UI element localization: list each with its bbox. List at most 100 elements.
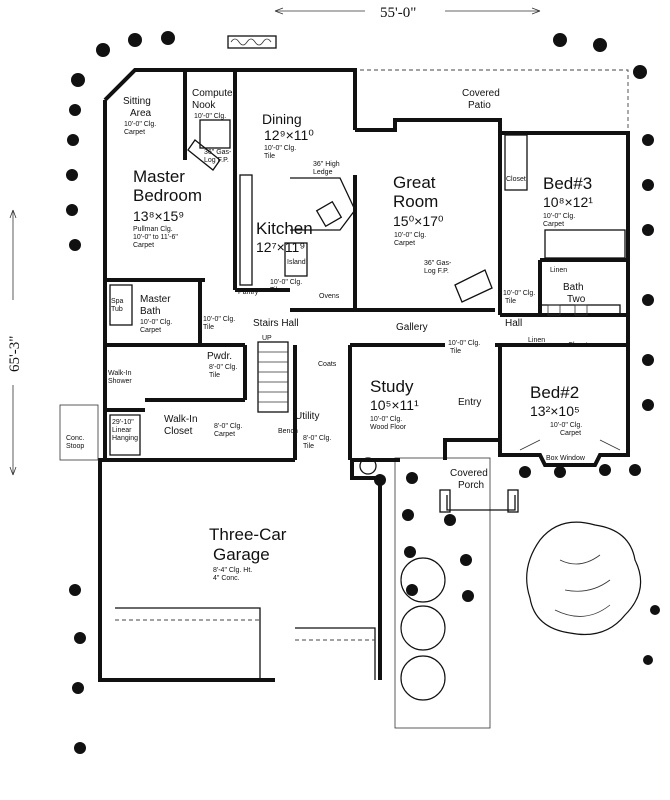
svg-text:Spa: Spa — [111, 298, 124, 305]
exterior-wall-top-left — [103, 68, 357, 130]
svg-text:15⁰×17⁰: 15⁰×17⁰ — [393, 213, 444, 229]
svg-text:Master: Master — [140, 294, 171, 305]
porch-outline — [446, 495, 516, 511]
depth-dimension-label: 65'-3" — [7, 336, 23, 372]
stair-well — [257, 341, 289, 413]
svg-text:Ovens: Ovens — [319, 293, 340, 300]
svg-text:Carpet: Carpet — [543, 221, 564, 228]
svg-text:Patio: Patio — [468, 100, 491, 111]
spa-tub — [109, 284, 133, 326]
master-fireplace — [187, 139, 221, 171]
room-bed-3: Closet Bed#3 10⁸×12¹ 10'-0" Clg. Carpet — [506, 174, 593, 228]
room-great-room: Great Room 15⁰×17⁰ 10'-0" Clg. Carpet 36… — [393, 173, 452, 275]
svg-text:10⁵×11¹: 10⁵×11¹ — [370, 397, 419, 413]
svg-text:Tile: Tile — [209, 372, 220, 379]
svg-text:Tile: Tile — [203, 324, 214, 331]
width-dimension: 55'-0" — [274, 5, 541, 21]
svg-text:Stoop: Stoop — [66, 443, 84, 450]
fixtures — [59, 119, 626, 680]
svg-text:10'-0" Clg.: 10'-0" Clg. — [264, 145, 296, 152]
svg-text:10'-0" Clg.: 10'-0" Clg. — [370, 416, 402, 423]
column — [359, 457, 377, 475]
svg-text:Closet: Closet — [164, 426, 193, 437]
svg-text:Carpet: Carpet — [124, 129, 145, 136]
svg-text:Garage: Garage — [213, 545, 270, 564]
svg-text:Great: Great — [393, 173, 436, 192]
svg-text:12⁹×11⁰: 12⁹×11⁰ — [264, 127, 314, 143]
svg-text:Pantry: Pantry — [238, 289, 259, 296]
svg-text:Utility: Utility — [295, 411, 319, 422]
svg-text:Closet: Closet — [506, 176, 526, 183]
svg-text:10'-0" Clg.: 10'-0" Clg. — [394, 232, 426, 239]
room-study: Study 10⁵×11¹ 10'-0" Clg. Wood Floor — [370, 377, 419, 431]
kitchen-counter — [239, 174, 253, 286]
svg-text:10'-0" Clg.: 10'-0" Clg. — [194, 113, 226, 120]
svg-text:Covered: Covered — [450, 468, 488, 479]
svg-text:10'-0" Clg.: 10'-0" Clg. — [140, 319, 172, 326]
computer-desk — [199, 119, 231, 149]
svg-text:Coats: Coats — [318, 361, 337, 368]
porch-column-right — [507, 489, 519, 513]
svg-text:8'-0" Clg.: 8'-0" Clg. — [303, 435, 331, 442]
exterior-wall-left — [98, 100, 275, 682]
svg-text:36" Gas-: 36" Gas- — [424, 260, 452, 267]
svg-text:36" High: 36" High — [313, 161, 340, 168]
room-three-car-garage: Three-Car Garage 8'-4" Clg. Ht. 4" Conc. — [209, 525, 287, 582]
kitchen-ledge — [290, 177, 356, 231]
room-covered-patio: Covered Patio — [462, 88, 500, 111]
svg-text:Study: Study — [370, 377, 414, 396]
svg-text:Covered: Covered — [462, 88, 500, 99]
svg-text:Hanging: Hanging — [112, 435, 138, 442]
room-linear-hanging: 29'-10" Linear Hanging — [112, 419, 138, 442]
exterior-wall-entry — [443, 438, 500, 460]
svg-text:Tile: Tile — [303, 443, 314, 450]
room-master-bath: Master Bath 10'-0" Clg. Carpet — [140, 294, 172, 334]
svg-text:29'-10": 29'-10" — [112, 419, 134, 426]
kitchen-sink — [315, 200, 343, 228]
great-room-fireplace — [454, 269, 493, 303]
svg-text:10'-0" Clg.: 10'-0" Clg. — [503, 290, 535, 297]
svg-text:Shower: Shower — [108, 378, 132, 385]
svg-text:Closet: Closet — [568, 342, 588, 349]
svg-text:8'-4" Clg. Ht.: 8'-4" Clg. Ht. — [213, 567, 252, 574]
svg-text:Ledge: Ledge — [313, 169, 333, 176]
svg-text:Tile: Tile — [264, 153, 275, 160]
svg-text:36" Gas-: 36" Gas- — [204, 149, 232, 156]
room-coats: Coats — [318, 361, 337, 368]
porch-column-left — [439, 489, 451, 513]
svg-text:Linen: Linen — [528, 337, 545, 344]
svg-text:Tile: Tile — [505, 298, 516, 305]
room-gallery: Gallery 10'-0" Clg. Tile — [396, 322, 480, 355]
room-conc-stoop: Conc. Stoop — [66, 435, 84, 450]
svg-text:Bed#3: Bed#3 — [543, 174, 592, 193]
exterior-wall-bed2 — [498, 345, 630, 467]
exterior-wall-garage-right — [350, 458, 400, 680]
planter-box — [227, 35, 277, 49]
svg-text:Walk-In: Walk-In — [108, 370, 132, 377]
svg-text:Tile: Tile — [450, 348, 461, 355]
svg-text:10'-0" Clg.: 10'-0" Clg. — [124, 121, 156, 128]
room-hall-right: Hall — [505, 318, 522, 329]
room-dining: Dining 12⁹×11⁰ 10'-0" Clg. Tile — [262, 111, 314, 160]
room-powder: Pwdr. 8'-0" Clg. Tile — [207, 351, 237, 379]
svg-text:Computer: Computer — [192, 88, 237, 99]
tree-canopy — [526, 521, 642, 636]
svg-text:Pwdr.: Pwdr. — [207, 351, 232, 362]
svg-text:Bed#2: Bed#2 — [530, 383, 579, 402]
svg-text:Tile: Tile — [270, 287, 281, 294]
svg-text:10'-0" Clg.: 10'-0" Clg. — [270, 279, 302, 286]
svg-text:4" Conc.: 4" Conc. — [213, 575, 240, 582]
room-kitchen: 36" High Ledge Kitchen 12⁷×11⁹ Island 10… — [238, 161, 340, 300]
svg-text:Wood Floor: Wood Floor — [370, 424, 407, 431]
svg-text:Carpet: Carpet — [133, 242, 154, 249]
width-dimension-label: 55'-0" — [380, 5, 416, 21]
bath-tub — [544, 229, 626, 259]
room-covered-porch: Covered Porch — [450, 468, 488, 491]
svg-text:Linear: Linear — [112, 427, 132, 434]
svg-text:10'-0" Clg.: 10'-0" Clg. — [203, 316, 235, 323]
shrub-row-right — [519, 33, 654, 478]
linear-hanging — [109, 414, 141, 456]
svg-text:Master: Master — [133, 167, 185, 186]
svg-text:Carpet: Carpet — [560, 430, 581, 437]
